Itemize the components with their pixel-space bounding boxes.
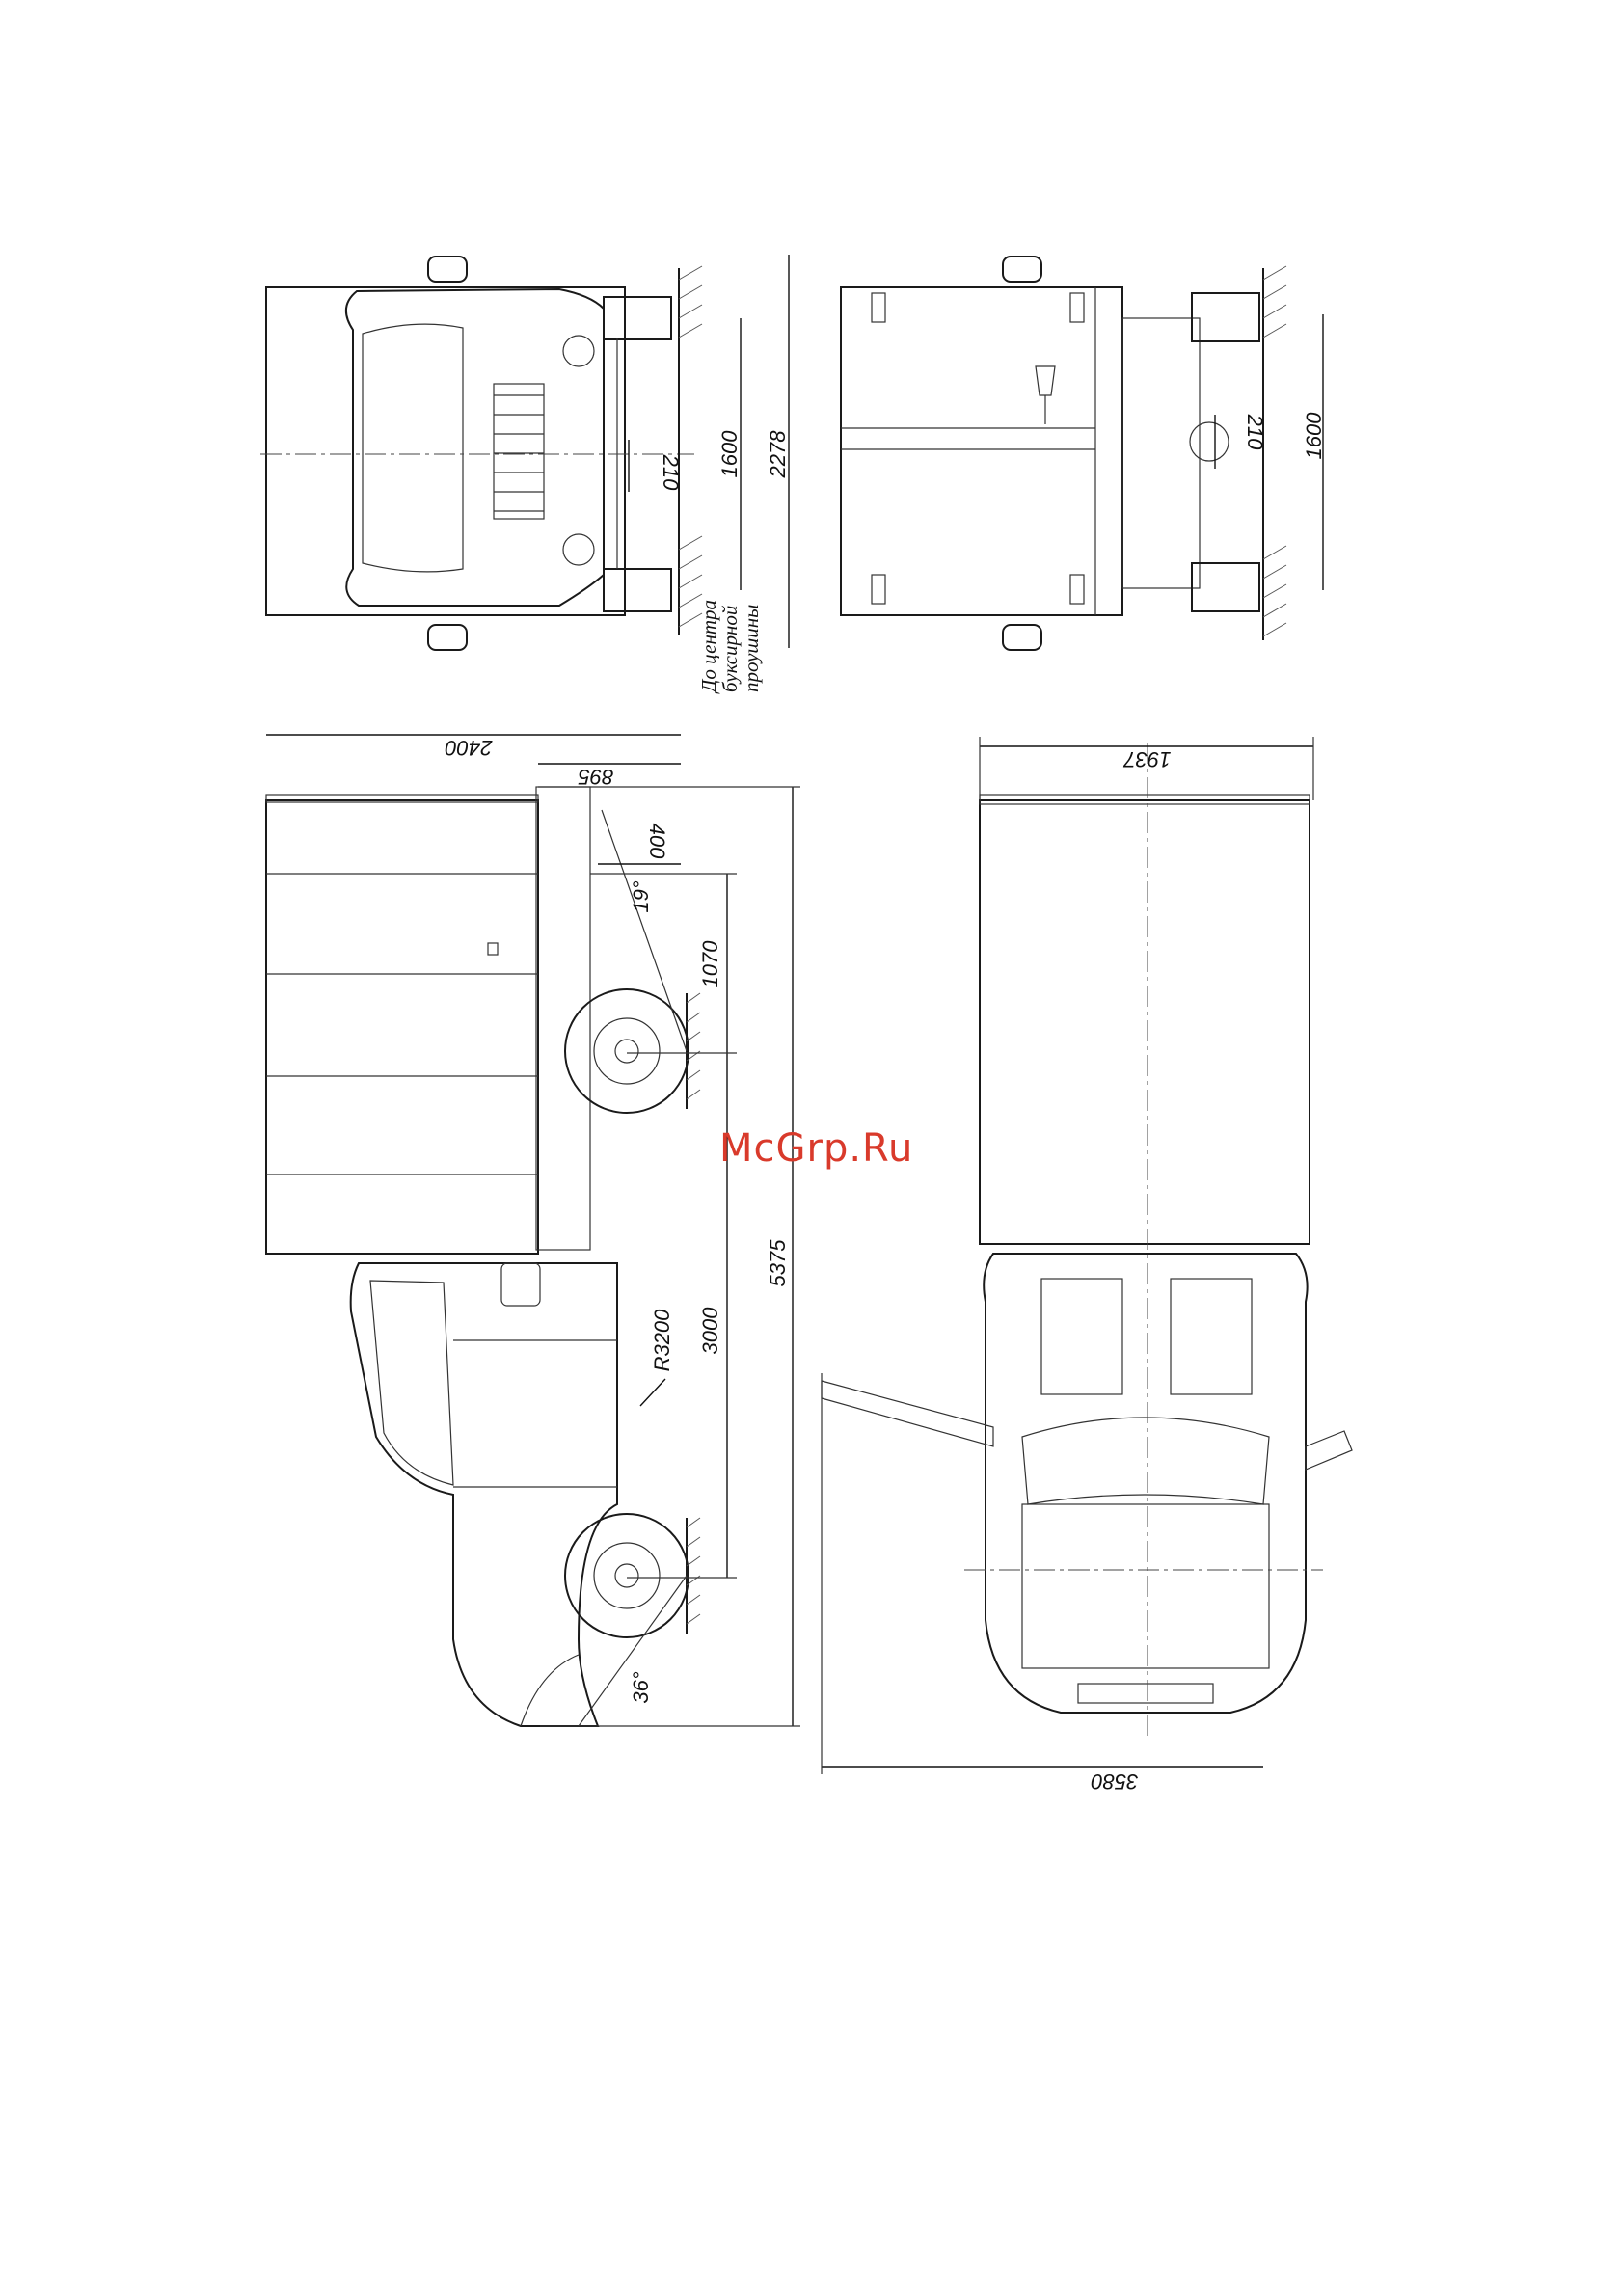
front-view-headlight bbox=[563, 336, 594, 366]
front-view-width-label: 2278 bbox=[766, 430, 790, 479]
side-view-rear-wheel bbox=[565, 989, 689, 1113]
side-view-front-wheel bbox=[565, 1514, 689, 1637]
front-view-wheel bbox=[604, 297, 671, 339]
tow-note-line-3: проушины bbox=[740, 605, 763, 692]
rear-view-mirror bbox=[1003, 257, 1041, 282]
rear-view-hinge bbox=[1070, 575, 1084, 604]
top-view-seat bbox=[1041, 1279, 1122, 1394]
side-view-front-hub bbox=[594, 1543, 660, 1608]
top-view-cab bbox=[984, 1254, 1307, 1713]
front-view-clearance-label: 210 bbox=[659, 454, 683, 491]
rear-view-hinge bbox=[1070, 293, 1084, 322]
rear-view-chassis bbox=[1122, 318, 1200, 588]
rear-view: 1600 210 bbox=[841, 257, 1326, 650]
front-view-headlight bbox=[563, 534, 594, 565]
side-view-rear-hub-center bbox=[615, 1040, 638, 1063]
side-view-bumper bbox=[521, 1655, 579, 1726]
side-view-wheelbase-label: 3000 bbox=[698, 1307, 722, 1355]
front-view-grille bbox=[494, 384, 544, 519]
top-view-open-door-left bbox=[822, 1381, 993, 1446]
front-view-body-outline bbox=[266, 287, 625, 615]
rear-view-door-handle bbox=[1036, 366, 1055, 424]
side-view-front-hub-center bbox=[615, 1564, 638, 1587]
side-view-cargo-body bbox=[266, 800, 538, 1254]
rear-view-body-outline bbox=[841, 287, 1122, 615]
rear-view-mirror bbox=[1003, 625, 1041, 650]
side-view-departure-angle-label: 19° bbox=[629, 880, 653, 912]
side-view-radius-leader bbox=[640, 1379, 665, 1406]
front-view-grille-slats bbox=[494, 395, 544, 511]
front-view-wheel bbox=[604, 569, 671, 611]
top-view-body-width-label: 1937 bbox=[1123, 747, 1172, 771]
rear-view-hinge bbox=[872, 575, 885, 604]
tow-note-line-1: До центра bbox=[697, 600, 720, 694]
rear-view-wheel bbox=[1192, 563, 1259, 611]
front-view-mirror bbox=[428, 625, 467, 650]
top-view-windshield bbox=[1022, 1418, 1269, 1504]
top-view-cargo-body bbox=[980, 800, 1310, 1244]
side-view-frame bbox=[536, 787, 590, 1250]
side-view-fuel-cap bbox=[501, 1263, 540, 1306]
top-view-open-door-right bbox=[1306, 1431, 1352, 1470]
side-view-rear-hub bbox=[594, 1018, 660, 1084]
front-view-ground-hatch bbox=[679, 266, 702, 627]
rear-view-ground-hatch bbox=[1263, 266, 1286, 636]
top-view-doors-open-label: 3580 bbox=[1091, 1769, 1139, 1794]
side-view-overhang-detail-label: 400 bbox=[645, 824, 669, 859]
rear-view-wheel bbox=[1192, 293, 1259, 341]
front-view-mirror bbox=[428, 257, 467, 282]
tow-note-line-2: буксирной bbox=[718, 605, 742, 692]
side-view-approach-angle-label: 36° bbox=[629, 1671, 653, 1703]
side-view-body-plate bbox=[488, 943, 498, 955]
rear-view-clearance-label: 210 bbox=[1243, 414, 1267, 450]
side-view-cab bbox=[351, 1263, 617, 1726]
front-view: 1600 2278 210 bbox=[260, 255, 790, 650]
side-view-tow-note: До центра буксирной проушины bbox=[697, 600, 763, 694]
top-view-grille bbox=[1078, 1684, 1213, 1703]
side-view-rear-overhang-label: 1070 bbox=[698, 940, 722, 988]
watermark: McGrp.Ru bbox=[719, 1126, 913, 1171]
rear-view-hinge bbox=[872, 293, 885, 322]
side-view-overall-length-label: 5375 bbox=[766, 1239, 790, 1287]
front-view-windshield bbox=[363, 324, 463, 572]
rear-view-track-label: 1600 bbox=[1302, 412, 1326, 460]
top-view-seat bbox=[1171, 1279, 1252, 1394]
side-view-hitch-label: 895 bbox=[578, 765, 613, 789]
front-view-track-label: 1600 bbox=[717, 430, 742, 478]
side-view-turn-radius-label: R3200 bbox=[650, 1309, 674, 1372]
rear-view-differential bbox=[1190, 422, 1229, 461]
top-view-hood bbox=[1022, 1504, 1269, 1668]
side-view-body-length-label: 2400 bbox=[445, 736, 494, 760]
top-view: 1937 3580 bbox=[822, 737, 1352, 1794]
side-view-departure-line bbox=[602, 810, 687, 1051]
side-view-cab-window bbox=[370, 1281, 453, 1485]
